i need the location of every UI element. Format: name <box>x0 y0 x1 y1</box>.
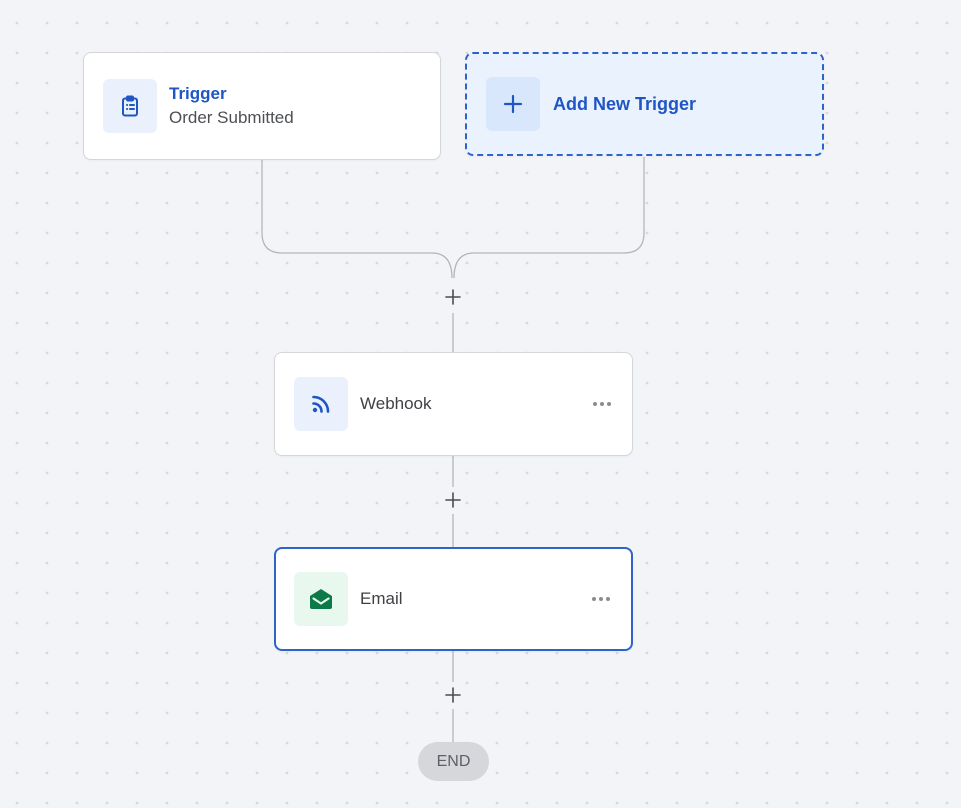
rss-feed-icon <box>294 377 348 431</box>
plus-icon <box>445 687 461 703</box>
clipboard-list-icon <box>103 79 157 133</box>
trigger-card[interactable]: Trigger Order Submitted <box>83 52 441 160</box>
more-options-button[interactable] <box>589 591 613 607</box>
envelope-open-icon <box>294 572 348 626</box>
step-label: Webhook <box>360 394 432 413</box>
trigger-text: Trigger Order Submitted <box>169 84 294 128</box>
more-horizontal-icon <box>593 402 611 406</box>
email-step-card[interactable]: Email <box>274 547 633 651</box>
add-new-trigger-label: Add New Trigger <box>553 93 697 114</box>
end-label: END <box>436 752 471 770</box>
plus-icon <box>445 289 461 305</box>
plus-icon <box>486 77 540 131</box>
more-horizontal-icon <box>592 597 610 601</box>
step-label: Email <box>360 589 403 608</box>
add-step-button[interactable] <box>442 684 464 706</box>
plus-icon <box>445 492 461 508</box>
webhook-step-card[interactable]: Webhook <box>274 352 633 456</box>
end-node: END <box>418 742 489 781</box>
trigger-event: Order Submitted <box>169 108 294 127</box>
more-options-button[interactable] <box>590 396 614 412</box>
add-step-button[interactable] <box>442 286 464 308</box>
add-new-trigger-button[interactable]: Add New Trigger <box>465 52 824 156</box>
add-step-button[interactable] <box>442 489 464 511</box>
trigger-title: Trigger <box>169 84 227 103</box>
